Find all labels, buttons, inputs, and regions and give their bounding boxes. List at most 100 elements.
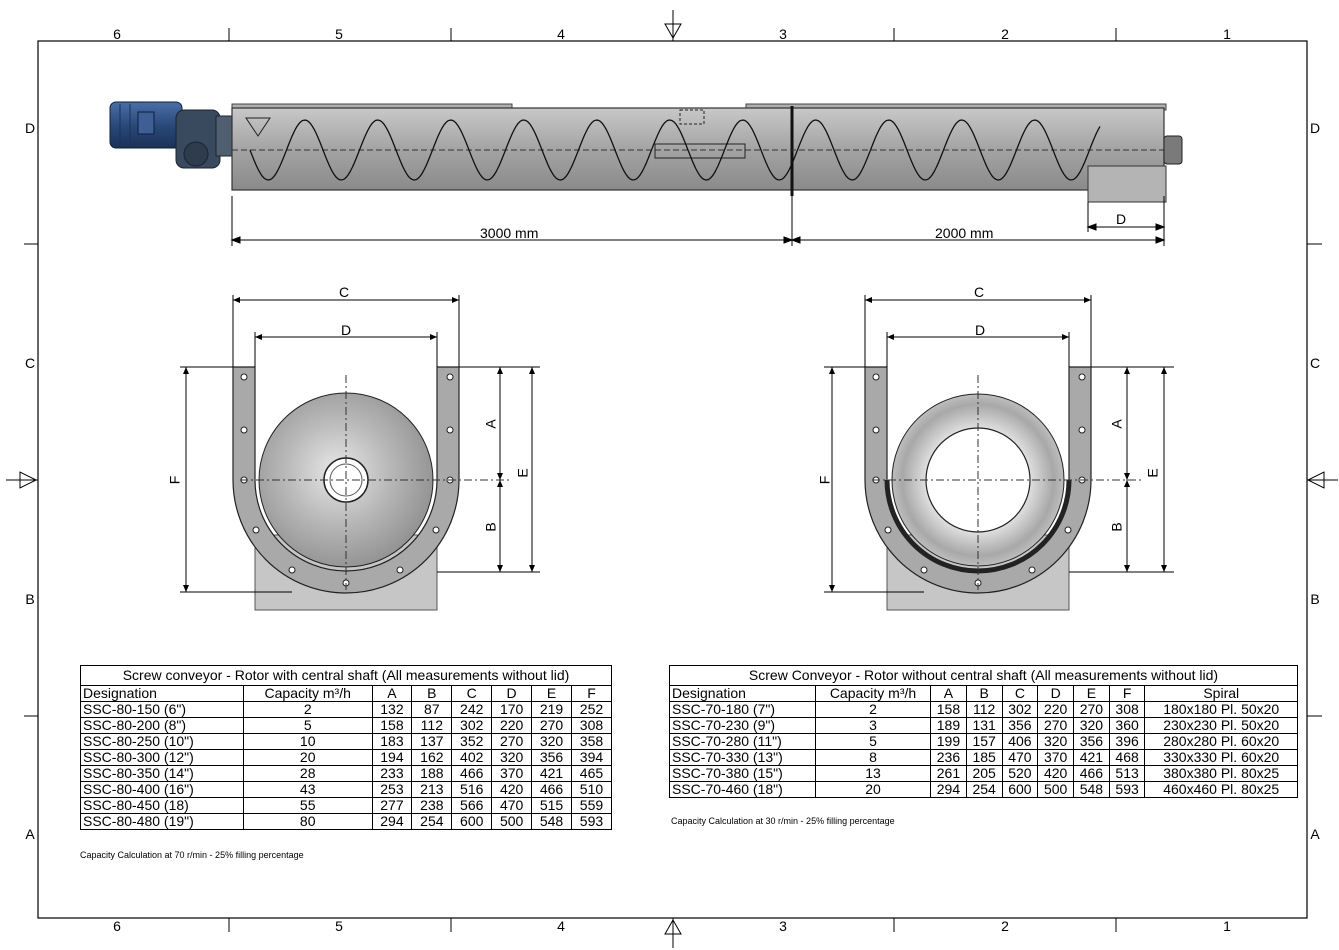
table-cell: SSC-70-180 (7") [669, 701, 816, 718]
zone-col-5-bottom: 5 [335, 918, 343, 934]
table-cell: 20 [242, 749, 373, 766]
table-cell: 320 [1073, 717, 1110, 734]
table-cell: 112 [965, 701, 1003, 718]
table-cell: 356 [1001, 717, 1039, 734]
table-cell: 566 [451, 797, 493, 814]
zone-col-4-bottom: 4 [557, 918, 565, 934]
table-cell: 460x460 Pl. 80x25 [1144, 781, 1298, 798]
table-cell: 112 [411, 717, 453, 734]
table-cell: 302 [451, 717, 493, 734]
table-cell: 3 [814, 717, 932, 734]
table-cell: 370 [491, 765, 533, 782]
table-cell: 43 [242, 781, 373, 798]
table-cell: 158 [930, 701, 967, 718]
table-header-cell: E [1073, 685, 1110, 702]
table-cell: 270 [1037, 717, 1074, 734]
right-dim-a: A [1108, 419, 1125, 429]
table-cell: 2 [242, 701, 373, 718]
table-header-cell: F [570, 685, 613, 702]
table-cell: 252 [570, 701, 613, 718]
table-cell: 238 [411, 797, 453, 814]
table-cell: 470 [1001, 749, 1039, 766]
table-cell: 559 [570, 797, 613, 814]
table-cell: SSC-80-300 (12") [80, 749, 244, 766]
table-right-note: Capacity Calculation at 30 r/min - 25% f… [671, 816, 895, 826]
table-cell: 358 [570, 733, 613, 750]
zone-col-1-top: 1 [1223, 26, 1231, 42]
table-left-caption: Screw conveyor - Rotor with central shaf… [80, 665, 612, 686]
table-cell: 199 [930, 733, 967, 750]
table-cell: 402 [451, 749, 493, 766]
center-mark-left [6, 471, 38, 489]
table-cell: 302 [1001, 701, 1039, 718]
center-mark-right [1306, 471, 1338, 489]
table-cell: 356 [531, 749, 572, 766]
table-cell: 421 [1073, 749, 1110, 766]
table-cell: 270 [531, 717, 572, 734]
zone-col-5-top: 5 [335, 26, 343, 42]
table-cell: 308 [1108, 701, 1146, 718]
table-cell: 20 [814, 781, 932, 798]
table-cell: 189 [930, 717, 967, 734]
table-cell: 157 [965, 733, 1003, 750]
zone-row-b-right: B [1310, 591, 1320, 607]
table-cell: 280x280 Pl. 60x20 [1144, 733, 1298, 750]
table-header-cell: B [411, 685, 453, 702]
table-cell: SSC-70-330 (13") [669, 749, 816, 766]
table-cell: 593 [1108, 781, 1146, 798]
table-header-cell: D [491, 685, 533, 702]
table-cell: 185 [965, 749, 1003, 766]
gearbox [175, 109, 233, 169]
table-cell: 28 [242, 765, 373, 782]
table-cell: 137 [411, 733, 453, 750]
zone-row-d-left: D [24, 120, 36, 136]
table-cell: 370 [1037, 749, 1074, 766]
table-cell: 500 [491, 813, 533, 830]
dimension-lines-top [230, 196, 1166, 246]
table-cell: 162 [411, 749, 453, 766]
center-mark-bottom [664, 918, 682, 948]
table-cell: 352 [451, 733, 493, 750]
left-dim-f: F [166, 475, 183, 485]
table-cell: 277 [371, 797, 413, 814]
table-cell: 308 [570, 717, 613, 734]
table-cell: 330x330 Pl. 60x20 [1144, 749, 1298, 766]
table-cell: 294 [930, 781, 967, 798]
table-cell: 219 [531, 701, 572, 718]
zone-row-a-left: A [25, 826, 35, 842]
table-central-shaft: Screw conveyor - Rotor with central shaf… [80, 665, 613, 830]
table-cell: 158 [371, 717, 413, 734]
table-cell: SSC-80-200 (8") [80, 717, 244, 734]
table-header-cell: B [965, 685, 1003, 702]
table-cell: 600 [1001, 781, 1039, 798]
table-cell: 132 [371, 701, 413, 718]
table-cell: 220 [1037, 701, 1074, 718]
table-cell: SSC-70-460 (18") [669, 781, 816, 798]
table-cell: 230x230 Pl. 50x20 [1144, 717, 1298, 734]
table-cell: SSC-80-150 (6") [80, 701, 244, 718]
table-cell: 466 [1073, 765, 1110, 782]
table-cell: 233 [371, 765, 413, 782]
motor [109, 101, 183, 149]
table-cell: 87 [411, 701, 453, 718]
right-dim-f: F [816, 475, 833, 485]
table-cell: SSC-80-480 (19") [80, 813, 244, 830]
table-cell: 516 [451, 781, 493, 798]
table-cell: 188 [411, 765, 453, 782]
table-cell: 270 [491, 733, 533, 750]
table-cell: 420 [491, 781, 533, 798]
table-cell: 5 [242, 717, 373, 734]
table-cell: 253 [371, 781, 413, 798]
table-cell: 500 [1037, 781, 1074, 798]
left-dim-c: C [339, 284, 350, 300]
